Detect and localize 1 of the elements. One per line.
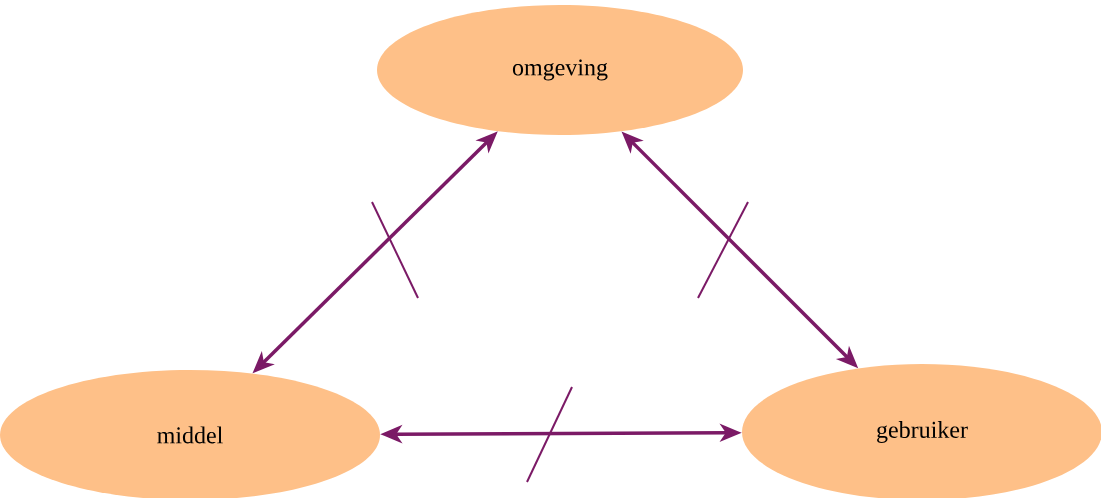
- ellipse-node: omgeving: [377, 5, 743, 135]
